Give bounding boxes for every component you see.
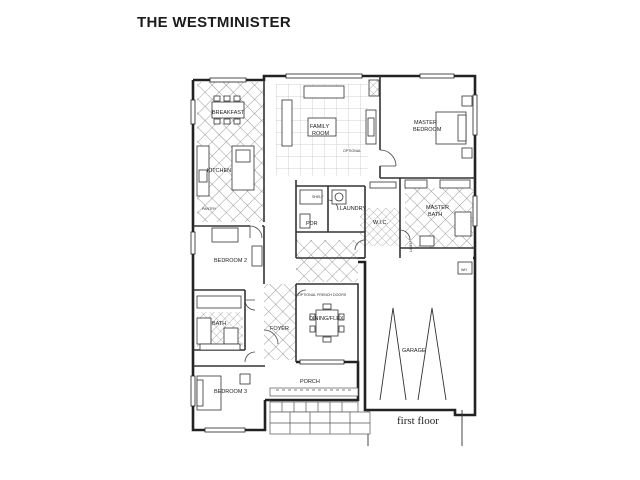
label-pantry: PANTRY	[202, 207, 217, 211]
label-foyer: FOYER	[270, 326, 289, 332]
master-bed	[435, 95, 473, 159]
label-bath: BATH	[212, 321, 226, 327]
hall-tile	[296, 240, 358, 282]
windows	[190, 73, 478, 433]
porch-walkway	[269, 387, 371, 435]
master-bath-fixtures	[404, 179, 473, 275]
floor-caption: first floor	[397, 415, 439, 427]
label-breakfast: BREAKFAST	[212, 110, 245, 116]
bath-fixtures	[196, 295, 242, 351]
label-master-bath-2: BATH	[428, 212, 442, 218]
plan-title: THE WESTMINISTER	[137, 14, 291, 31]
label-dining: DINING/FLEX	[309, 316, 344, 322]
label-family-1: FAMILY	[310, 124, 329, 130]
label-optional: OPTIONAL	[343, 149, 361, 153]
label-kitchen: KITCHEN	[207, 168, 231, 174]
label-wh: WH	[461, 268, 467, 272]
label-shelf: SHELF	[312, 195, 324, 199]
wic-tile	[360, 208, 400, 246]
label-laundry: LAUNDRY	[340, 206, 367, 212]
kitchen-island	[196, 145, 255, 197]
room-labels: BREAKFAST KITCHEN FAMILY ROOM OPTIONAL M…	[202, 110, 467, 395]
label-pdr: PDR	[306, 221, 318, 227]
bedroom3-bed	[196, 373, 251, 411]
laundry-fixtures	[299, 181, 397, 229]
label-master-bedroom-2: BEDROOM	[413, 127, 442, 133]
label-bedroom3: BEDROOM 3	[214, 389, 247, 395]
label-master-bedroom-1: MASTER	[414, 120, 437, 126]
interior-walls	[193, 76, 475, 367]
label-master-bath-1: MASTER	[426, 205, 449, 211]
breakfast-table	[211, 95, 245, 125]
label-french-doors: OPTIONAL FRENCH DOORS	[298, 293, 347, 297]
foyer-tile	[264, 284, 296, 360]
family-room-furniture	[281, 79, 380, 147]
bedroom2-bed	[211, 227, 263, 267]
label-family-2: ROOM	[312, 131, 330, 137]
dining-table	[309, 303, 345, 343]
label-porch: PORCH	[300, 379, 320, 385]
label-bedroom2: BEDROOM 2	[214, 258, 247, 264]
label-wic: W.I.C.	[373, 220, 388, 226]
label-garage: GARAGE	[402, 348, 426, 354]
label-linen: LINEN	[409, 241, 413, 252]
